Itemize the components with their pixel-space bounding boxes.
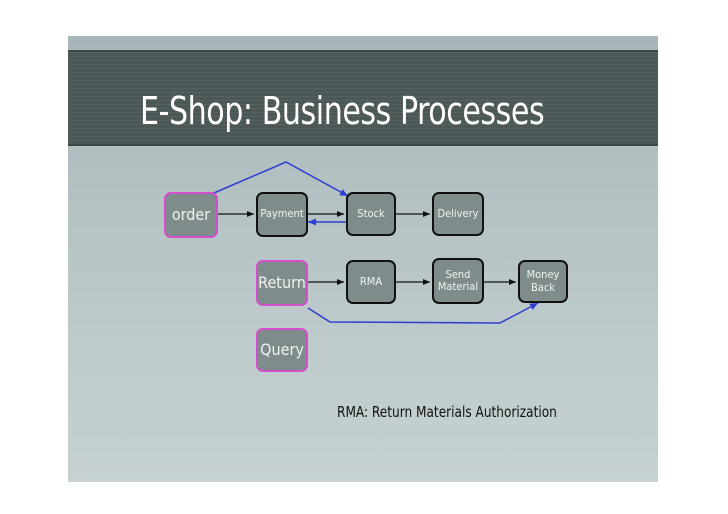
slide: E-Shop: Business Processes order Payment… [68, 36, 658, 482]
caption-rma: RMA: Return Materials Authorization [337, 403, 557, 421]
node-order: order [164, 192, 218, 238]
edge-return-money-back-blue [307, 302, 539, 324]
node-stock: Stock [346, 192, 396, 236]
page-title: E-Shop: Business Processes [140, 89, 545, 133]
node-payment: Payment [256, 192, 308, 237]
node-return: Return [256, 260, 308, 306]
node-money-back: Money Back [518, 260, 568, 303]
node-query: Query [256, 328, 308, 372]
node-delivery: Delivery [432, 192, 484, 236]
title-bar: E-Shop: Business Processes [68, 50, 658, 146]
node-send-material: Send Material [432, 258, 484, 304]
edge-order-stock-blue [213, 161, 349, 197]
node-rma: RMA [346, 260, 396, 304]
edges [213, 161, 539, 324]
